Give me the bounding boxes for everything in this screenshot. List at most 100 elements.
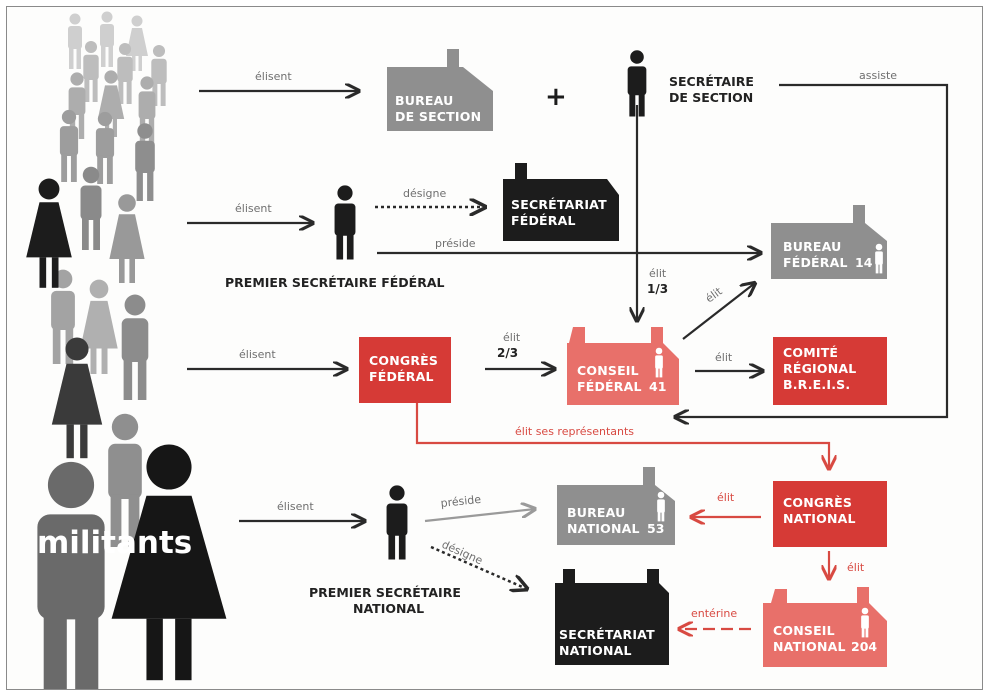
bureau-federal-count: 14 xyxy=(855,255,873,270)
svg-text:CONGRÈS: CONGRÈS xyxy=(783,495,852,510)
secretaire-section-label-1: SECRÉTAIRE xyxy=(669,74,754,89)
svg-text:BUREAU: BUREAU xyxy=(783,239,841,254)
edge-label-elit-bureau: élit xyxy=(703,284,725,305)
svg-text:SECRÉTAIRE: SECRÉTAIRE xyxy=(669,74,754,89)
svg-text:FÉDÉRAL: FÉDÉRAL xyxy=(783,255,848,270)
comite-regional-node: COMITÉ RÉGIONAL B.R.E.I.S. xyxy=(773,337,887,405)
svg-text:B.R.E.I.S.: B.R.E.I.S. xyxy=(783,377,850,392)
congres-national-label-1: CONGRÈS xyxy=(783,495,852,510)
crowd-woman-dark xyxy=(26,178,72,288)
premier-secretaire-national-label-2: NATIONAL xyxy=(353,601,424,616)
secretariat-federal-label-2: FÉDÉRAL xyxy=(511,213,576,228)
svg-text:NATIONAL: NATIONAL xyxy=(773,639,846,654)
edge-label-elisent-4: élisent xyxy=(277,500,314,513)
edge-label-preside-2: préside xyxy=(440,493,482,510)
bureau-section-node: BUREAU DE SECTION xyxy=(387,49,493,131)
bureau-national-label-1: BUREAU xyxy=(567,505,625,520)
comite-regional-label-3: B.R.E.I.S. xyxy=(783,377,850,392)
svg-text:RÉGIONAL: RÉGIONAL xyxy=(783,361,856,376)
secretariat-federal-label-1: SECRÉTARIAT xyxy=(511,197,607,212)
premier-secretaire-national-label-1: PREMIER SECRÉTAIRE xyxy=(309,585,461,600)
bureau-national-node: BUREAU NATIONAL 53 xyxy=(557,467,675,545)
premier-secretaire-national-icon xyxy=(386,485,408,560)
bureau-federal-node: BUREAU FÉDÉRAL 14 xyxy=(771,205,887,279)
congres-national-label-2: NATIONAL xyxy=(783,511,856,526)
secretaire-section-label-2: DE SECTION xyxy=(669,90,753,105)
organization-diagram: militants élisent BUREAU DE SECTION + SE… xyxy=(26,11,949,689)
arrow-elit-representants xyxy=(415,403,829,469)
svg-text:FÉDÉRAL: FÉDÉRAL xyxy=(511,213,576,228)
svg-text:BUREAU: BUREAU xyxy=(395,93,453,108)
crowd-back-rows xyxy=(51,11,167,547)
crowd-woman-front xyxy=(111,444,227,681)
bureau-national-label-2: NATIONAL xyxy=(567,521,640,536)
crowd-woman-mid xyxy=(51,337,103,459)
bureau-federal-person-icon xyxy=(875,243,883,274)
plus-sign: + xyxy=(545,82,567,112)
svg-text:FÉDÉRAL: FÉDÉRAL xyxy=(369,369,434,384)
edge-label-elisent-3: élisent xyxy=(239,348,276,361)
edge-label-elit-comite: élit xyxy=(715,351,733,364)
edge-label-enterine: entérine xyxy=(691,607,737,620)
svg-text:NATIONAL: NATIONAL xyxy=(559,643,632,658)
edge-label-elit-bureau-national: élit xyxy=(717,491,735,504)
conseil-federal-label-1: CONSEIL xyxy=(577,363,639,378)
secretaire-section-person-icon xyxy=(627,50,647,117)
conseil-national-person-icon xyxy=(861,607,869,638)
edge-label-elit-2: élit xyxy=(503,331,521,344)
congres-federal-label-1: CONGRÈS xyxy=(369,353,438,368)
edge-label-elit-1-share: 1/3 xyxy=(647,282,668,296)
secretariat-federal-node: SECRÉTARIAT FÉDÉRAL xyxy=(503,163,619,241)
conseil-federal-count: 41 xyxy=(649,379,666,394)
arrow-elit-bureau-federal xyxy=(682,283,755,340)
svg-text:BUREAU: BUREAU xyxy=(567,505,625,520)
arrow-preside-bureau-national xyxy=(424,509,535,523)
bureau-federal-label-1: BUREAU xyxy=(783,239,841,254)
edge-label-preside-1: préside xyxy=(435,237,476,250)
conseil-national-count: 204 xyxy=(851,639,877,654)
edge-label-assiste: assiste xyxy=(859,69,897,82)
arrow-assiste xyxy=(675,83,949,417)
svg-text:COMITÉ: COMITÉ xyxy=(783,345,838,360)
edge-label-elit-conseil-national: élit xyxy=(847,561,865,574)
secretariat-national-node: SECRÉTARIAT NATIONAL xyxy=(555,569,669,665)
svg-text:CONSEIL: CONSEIL xyxy=(773,623,835,638)
svg-text:NATIONAL: NATIONAL xyxy=(353,601,424,616)
conseil-national-label-2: NATIONAL xyxy=(773,639,846,654)
edge-label-elisent-2: élisent xyxy=(235,202,272,215)
secretariat-national-label-2: NATIONAL xyxy=(559,643,632,658)
militants-crowd: militants xyxy=(26,11,227,689)
bureau-section-label-2: DE SECTION xyxy=(395,109,481,124)
edge-label-designe-2: désigne xyxy=(440,538,485,568)
premier-secretaire-federal-label: PREMIER SECRÉTAIRE FÉDÉRAL xyxy=(225,275,444,290)
militants-label: militants xyxy=(37,525,192,561)
crowd-man-front xyxy=(37,461,105,689)
conseil-federal-label-2: FÉDÉRAL xyxy=(577,379,642,394)
svg-text:NATIONAL: NATIONAL xyxy=(783,511,856,526)
bureau-national-person-icon xyxy=(657,491,665,522)
edge-label-elit-representants: élit ses représentants xyxy=(515,425,634,438)
premier-secretaire-federal-icon xyxy=(334,185,356,260)
svg-text:SECRÉTARIAT: SECRÉTARIAT xyxy=(511,197,607,212)
svg-text:DE SECTION: DE SECTION xyxy=(669,90,753,105)
edge-label-elit-1: élit xyxy=(649,267,667,280)
comite-regional-label-2: RÉGIONAL xyxy=(783,361,856,376)
congres-national-node: CONGRÈS NATIONAL xyxy=(773,481,887,547)
svg-text:PREMIER SECRÉTAIRE: PREMIER SECRÉTAIRE xyxy=(309,585,461,600)
congres-federal-node: CONGRÈS FÉDÉRAL xyxy=(359,337,451,403)
conseil-federal-node: CONSEIL FÉDÉRAL 41 xyxy=(567,327,679,405)
svg-text:SECRÉTARIAT: SECRÉTARIAT xyxy=(559,627,655,642)
congres-federal-label-2: FÉDÉRAL xyxy=(369,369,434,384)
conseil-national-label-1: CONSEIL xyxy=(773,623,835,638)
conseil-federal-person-icon xyxy=(655,347,663,378)
diagram-frame: militants élisent BUREAU DE SECTION + SE… xyxy=(6,6,983,690)
svg-text:CONGRÈS: CONGRÈS xyxy=(369,353,438,368)
edge-label-elit-2-share: 2/3 xyxy=(497,346,518,360)
edge-label-elisent-1: élisent xyxy=(255,70,292,83)
secretariat-national-label-1: SECRÉTARIAT xyxy=(559,627,655,642)
svg-text:NATIONAL: NATIONAL xyxy=(567,521,640,536)
svg-text:DE SECTION: DE SECTION xyxy=(395,109,481,124)
conseil-national-node: CONSEIL NATIONAL 204 xyxy=(763,587,887,667)
edge-label-designe-1: désigne xyxy=(403,187,446,200)
bureau-national-count: 53 xyxy=(647,521,664,536)
